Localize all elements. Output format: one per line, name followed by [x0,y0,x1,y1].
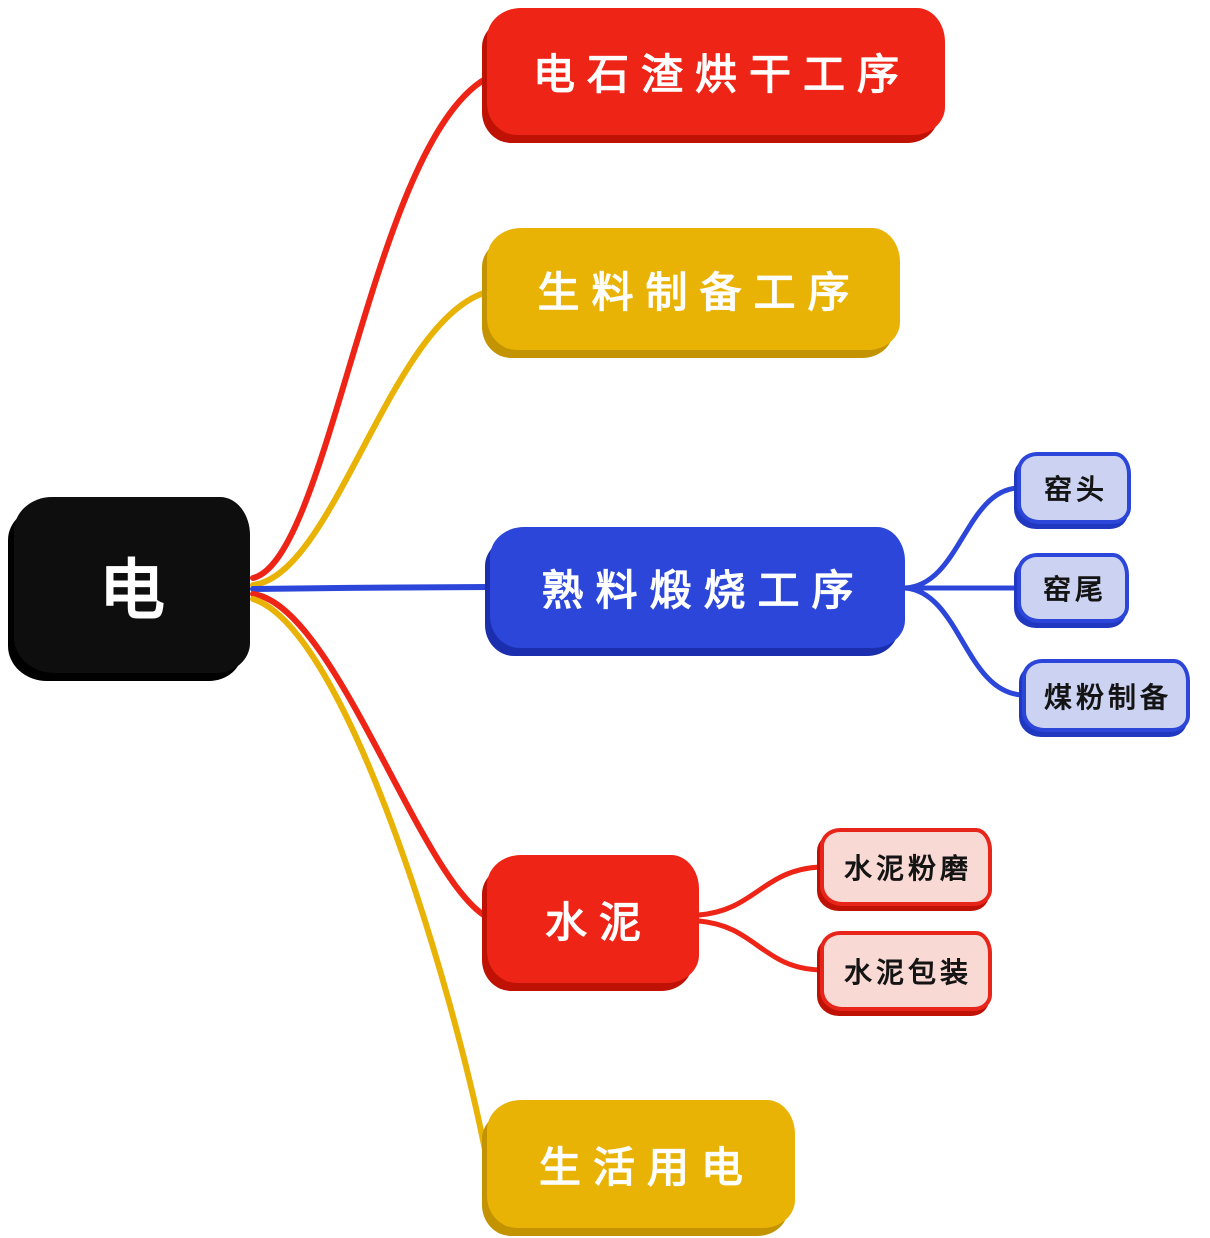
connector-clinker-coalprep [902,585,1025,698]
child-label: 煤粉制备 [1043,680,1172,714]
branch-clinker-calcination[interactable]: 熟料煅烧工序 [490,527,905,648]
branch-raw-meal-preparation[interactable]: 生料制备工序 [487,228,900,350]
branch-cement[interactable]: 水泥 [487,855,699,983]
connector-cement-packing [696,918,823,973]
child-label: 水泥粉磨 [843,852,972,885]
child-coal-powder-preparation[interactable]: 煤粉制备 [1022,659,1190,732]
child-label: 窑尾 [1042,573,1107,606]
connector-clinker-kilnhead [902,485,1020,591]
branch-carbide-slag-drying[interactable]: 电石渣烘干工序 [487,8,945,135]
connector-root-clinker [250,584,493,592]
child-kiln-tail[interactable]: 窑尾 [1017,553,1129,623]
connector-root-domestic [250,596,490,1163]
connector-root-drying [250,75,490,581]
root-node-electricity[interactable]: 电 [14,497,250,673]
connector-root-rawmeal [250,289,490,588]
connector-root-cement [250,591,490,920]
connector-cement-grinding [696,864,823,918]
branch-label: 生活用电 [538,1142,755,1192]
branch-label: 熟料煅烧工序 [541,566,866,615]
child-kiln-head[interactable]: 窑头 [1017,452,1131,524]
child-cement-grinding[interactable]: 水泥粉磨 [820,828,992,906]
root-node-label: 电 [99,552,165,629]
branch-label: 电石渣烘干工序 [532,50,911,99]
child-cement-packing[interactable]: 水泥包装 [820,931,992,1011]
branch-label: 水泥 [544,897,653,947]
branch-label: 生料制备工序 [537,267,862,317]
branch-domestic-electricity[interactable]: 生活用电 [487,1100,795,1228]
child-label: 窑头 [1043,473,1108,506]
child-label: 水泥包装 [843,956,972,989]
